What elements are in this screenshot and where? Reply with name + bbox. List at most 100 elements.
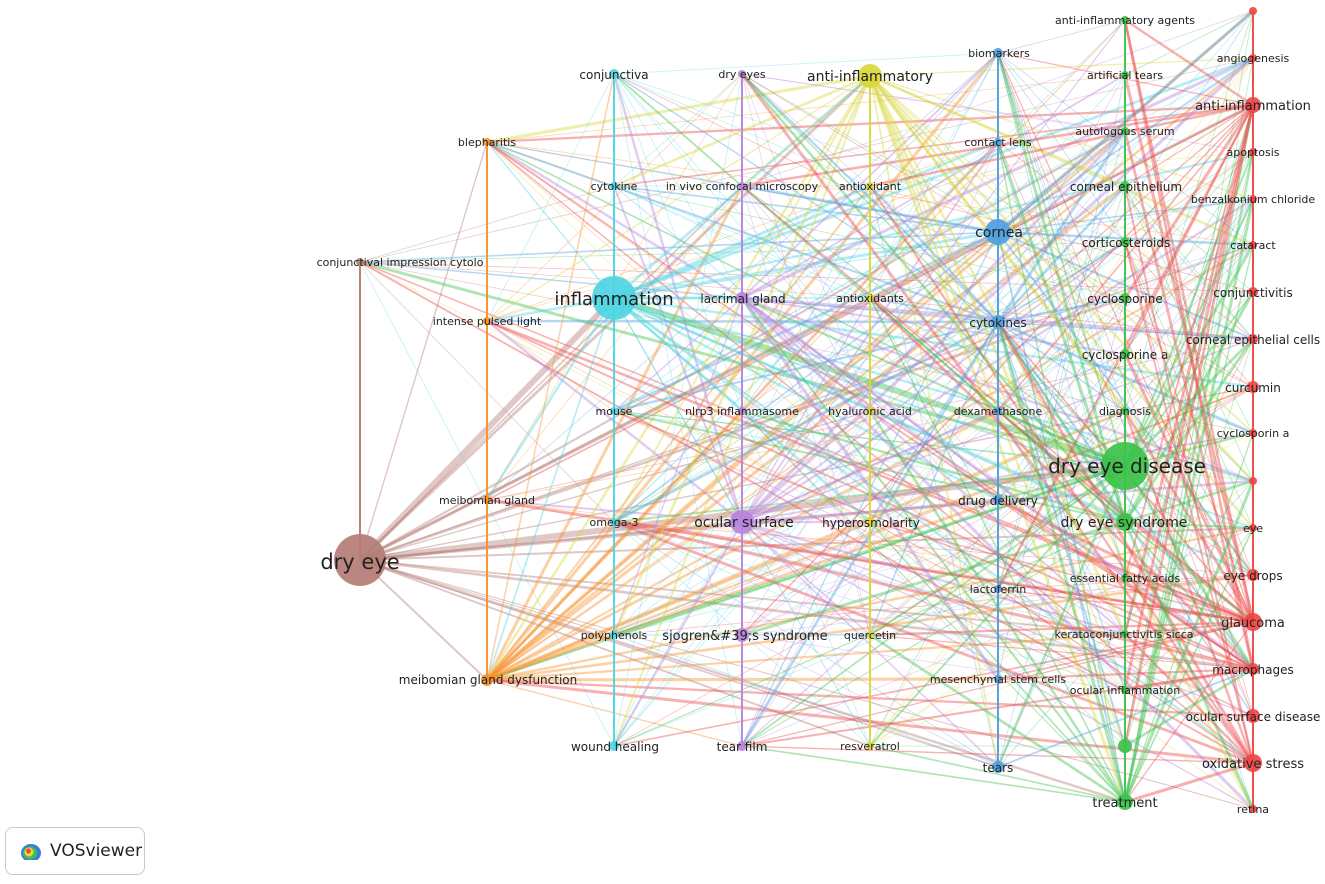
node-retina[interactable] [1249, 805, 1257, 813]
label-macrophages[interactable]: macrophages [1212, 663, 1293, 677]
node-meibomian-gland-dysfunction[interactable] [481, 674, 493, 686]
label-lacrimal-gland[interactable]: lacrimal gland [700, 292, 785, 306]
node-eye-drops[interactable] [1247, 569, 1259, 581]
node-in-vivo-confocal-microscopy[interactable] [738, 182, 746, 190]
label-biomarkers[interactable]: biomarkers [968, 47, 1030, 60]
node-lacrimal-gland[interactable] [736, 292, 748, 304]
label-conjunctival-impression-cytolo[interactable]: conjunctival impression cytolo [317, 256, 484, 269]
node-artificial-tears[interactable] [1121, 71, 1129, 79]
node-meibomian-gland[interactable] [483, 496, 491, 504]
label-blepharitis[interactable]: blepharitis [458, 136, 516, 149]
node-ocular-inflammation[interactable] [1121, 686, 1129, 694]
node-cyclosporine-a[interactable] [1120, 349, 1130, 359]
node-unlabeled-51[interactable] [1249, 7, 1257, 15]
label-dry-eye-syndrome[interactable]: dry eye syndrome [1061, 515, 1188, 531]
label-antioxidant[interactable]: antioxidant [839, 180, 902, 193]
label-artificial-tears[interactable]: artificial tears [1087, 69, 1163, 82]
label-dry-eye-disease[interactable]: dry eye disease [1048, 454, 1206, 478]
node-macrophages[interactable] [1247, 663, 1259, 675]
node-conjunctivitis[interactable] [1248, 287, 1258, 297]
node-corneal-epithelium[interactable] [1120, 181, 1130, 191]
node-dry-eyes[interactable] [738, 70, 746, 78]
label-mouse[interactable]: mouse [596, 405, 633, 418]
node-resveratrol[interactable] [866, 742, 874, 750]
node-anti-inflammatory-agents[interactable] [1121, 16, 1129, 24]
node-ocular-surface[interactable] [730, 510, 754, 534]
node-contact-lens[interactable] [994, 138, 1002, 146]
label-mesenchymal-stem-cells[interactable]: mesenchymal stem cells [930, 673, 1066, 686]
node-omega-3[interactable] [610, 518, 618, 526]
node-tear-film[interactable] [737, 741, 747, 751]
node-cornea[interactable] [985, 219, 1011, 245]
node-quercetin[interactable] [866, 631, 874, 639]
label-omega-3[interactable]: omega-3 [590, 516, 639, 529]
label-apoptosis[interactable]: apoptosis [1227, 146, 1280, 159]
node-curcumin[interactable] [1247, 381, 1259, 393]
label-dexamethasone[interactable]: dexamethasone [954, 405, 1043, 418]
label-cytokines[interactable]: cytokines [969, 316, 1026, 330]
node-cyclosporin-a[interactable] [1249, 429, 1257, 437]
node-blepharitis[interactable] [483, 138, 491, 146]
node-corneal-epithelial-cells[interactable] [1248, 334, 1258, 344]
node-drug-delivery[interactable] [993, 495, 1003, 505]
label-meibomian-gland[interactable]: meibomian gland [439, 494, 535, 507]
label-angiogenesis[interactable]: angiogenesis [1217, 52, 1290, 65]
label-oxidative-stress[interactable]: oxidative stress [1202, 757, 1304, 772]
label-corneal-epithelium[interactable]: corneal epithelium [1070, 180, 1182, 194]
label-anti-inflammatory[interactable]: anti-inflammatory [807, 69, 933, 85]
label-hyperosmolarity[interactable]: hyperosmolarity [822, 516, 920, 530]
label-autologous-serum[interactable]: autologous serum [1075, 125, 1174, 138]
label-glaucoma[interactable]: glaucoma [1221, 616, 1285, 631]
node-conjunctiva[interactable] [609, 69, 619, 79]
label-ocular-surface[interactable]: ocular surface [694, 515, 794, 531]
node-unlabeled-49[interactable] [1118, 739, 1132, 753]
node-keratoconjunctivitis-sicca[interactable] [1121, 630, 1129, 638]
node-diagnosis[interactable] [1121, 407, 1129, 415]
node-wound-healing[interactable] [609, 741, 619, 751]
node-cyclosporine[interactable] [1120, 293, 1130, 303]
label-conjunctivitis[interactable]: conjunctivitis [1213, 286, 1292, 300]
node-treatment[interactable] [1117, 794, 1133, 810]
node-lactoferrin[interactable] [994, 585, 1002, 593]
label-nlrp3-inflammasome[interactable]: nlrp3 inflammasome [685, 405, 799, 418]
label-drug-delivery[interactable]: drug delivery [958, 494, 1038, 508]
label-inflammation[interactable]: inflammation [554, 289, 673, 310]
label-contact-lens[interactable]: contact lens [964, 136, 1031, 149]
label-hyaluronic-acid[interactable]: hyaluronic acid [828, 405, 912, 418]
label-eye[interactable]: eye [1243, 522, 1263, 535]
node-nlrp3-inflammasome[interactable] [738, 407, 746, 415]
node-mesenchymal-stem-cells[interactable] [994, 675, 1002, 683]
label-ocular-surface-disease[interactable]: ocular surface disease [1186, 710, 1321, 724]
label-retina[interactable]: retina [1237, 803, 1269, 816]
node-unlabeled-61[interactable] [1249, 477, 1257, 485]
node-hyaluronic-acid[interactable] [866, 407, 874, 415]
node-conjunctival-impression-cytolo[interactable] [356, 258, 364, 266]
label-dry-eyes[interactable]: dry eyes [718, 68, 766, 81]
node-dry-eye[interactable] [334, 534, 386, 586]
label-curcumin[interactable]: curcumin [1225, 381, 1281, 395]
label-dry-eye[interactable]: dry eye [320, 550, 399, 574]
label-intense-pulsed-light[interactable]: intense pulsed light [433, 315, 542, 328]
label-tears[interactable]: tears [983, 761, 1014, 775]
label-quercetin[interactable]: quercetin [844, 629, 896, 642]
label-conjunctiva[interactable]: conjunctiva [579, 68, 648, 82]
label-wound-healing[interactable]: wound healing [571, 740, 659, 754]
label-cyclosporine[interactable]: cyclosporine [1087, 292, 1162, 306]
label-benzalkonium-chloride[interactable]: benzalkonium chloride [1191, 193, 1316, 206]
node-benzalkonium-chloride[interactable] [1249, 195, 1257, 203]
label-resveratrol[interactable]: resveratrol [840, 740, 900, 753]
node-polyphenols[interactable] [610, 631, 618, 639]
node-biomarkers[interactable] [993, 48, 1003, 58]
label-cytokine[interactable]: cytokine [591, 180, 638, 193]
label-corticosteroids[interactable]: corticosteroids [1082, 236, 1170, 250]
label-cornea[interactable]: cornea [975, 225, 1023, 241]
label-lactoferrin[interactable]: lactoferrin [970, 583, 1026, 596]
label-cyclosporine-a[interactable]: cyclosporine a [1082, 348, 1169, 362]
node-antioxidants[interactable] [866, 294, 874, 302]
node-dry-eye-syndrome[interactable] [1116, 513, 1134, 531]
label-cataract[interactable]: cataract [1230, 239, 1276, 252]
node-glaucoma[interactable] [1244, 613, 1262, 631]
label-sjogren-39-s-syndrome[interactable]: sjogren&#39;s syndrome [662, 629, 827, 644]
label-polyphenols[interactable]: polyphenols [581, 629, 648, 642]
node-eye[interactable] [1249, 524, 1257, 532]
